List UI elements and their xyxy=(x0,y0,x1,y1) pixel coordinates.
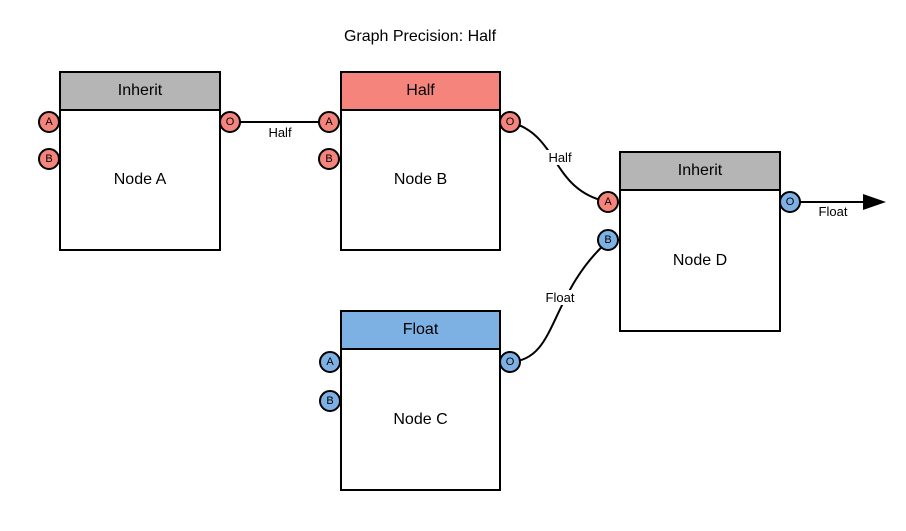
node-b-port-a: A xyxy=(318,111,340,133)
node-c: Float Node C xyxy=(340,310,501,491)
graph-precision-title: Graph Precision: Half xyxy=(343,28,497,45)
node-d-port-a: A xyxy=(597,191,619,213)
node-d-port-o: O xyxy=(779,191,801,213)
node-b-label: Node B xyxy=(393,171,448,188)
node-a-port-b-label: B xyxy=(45,153,53,165)
node-d-header: Inherit xyxy=(621,153,779,191)
node-b-port-o-label: O xyxy=(505,116,515,128)
node-a-body: Node A xyxy=(61,111,219,249)
node-d-port-a-label: A xyxy=(604,196,612,208)
node-c-port-b-label: B xyxy=(326,395,334,407)
node-a-label: Node A xyxy=(113,171,167,188)
node-d-body: Node D xyxy=(621,191,779,330)
node-d-label: Node D xyxy=(672,251,728,269)
node-a-port-a-label: A xyxy=(45,116,53,128)
node-a-header-label: Inherit xyxy=(117,82,163,99)
edge-label-d-output: Float xyxy=(818,204,848,219)
node-a-port-a: A xyxy=(38,111,60,133)
node-c-port-a: A xyxy=(319,351,341,373)
output-arrow-head-icon xyxy=(863,194,886,210)
node-a-port-o-label: O xyxy=(225,116,235,128)
node-d: Inherit Node D xyxy=(619,151,781,332)
node-b-port-o: O xyxy=(499,111,521,133)
edge-label-c-to-d: Float xyxy=(542,290,578,305)
node-b-header: Half xyxy=(342,73,499,111)
node-a-port-o: O xyxy=(219,111,241,133)
edge-label-a-to-b: Half xyxy=(268,125,292,140)
node-b: Half Node B xyxy=(340,71,501,251)
node-c-label: Node C xyxy=(393,410,448,428)
node-d-port-b-label: B xyxy=(604,234,612,246)
node-a-port-b: B xyxy=(38,148,60,170)
node-b-header-label: Half xyxy=(406,82,435,99)
node-c-port-a-label: A xyxy=(326,356,334,368)
node-a-header: Inherit xyxy=(61,73,219,111)
node-b-port-b: B xyxy=(318,148,340,170)
node-c-body: Node C xyxy=(342,350,499,489)
node-c-port-o-label: O xyxy=(505,356,515,368)
node-b-port-b-label: B xyxy=(325,153,333,165)
node-d-port-b: B xyxy=(597,229,619,251)
node-a: Inherit Node A xyxy=(59,71,221,251)
node-c-port-b: B xyxy=(319,390,341,412)
node-c-header-label: Float xyxy=(402,321,439,338)
node-c-port-o: O xyxy=(499,351,521,373)
edge-label-b-to-d: Half xyxy=(545,150,575,165)
node-b-body: Node B xyxy=(342,111,499,249)
node-b-port-a-label: A xyxy=(325,116,333,128)
node-c-header: Float xyxy=(342,312,499,350)
node-d-header-label: Inherit xyxy=(677,162,723,179)
node-d-port-o-label: O xyxy=(785,196,795,208)
